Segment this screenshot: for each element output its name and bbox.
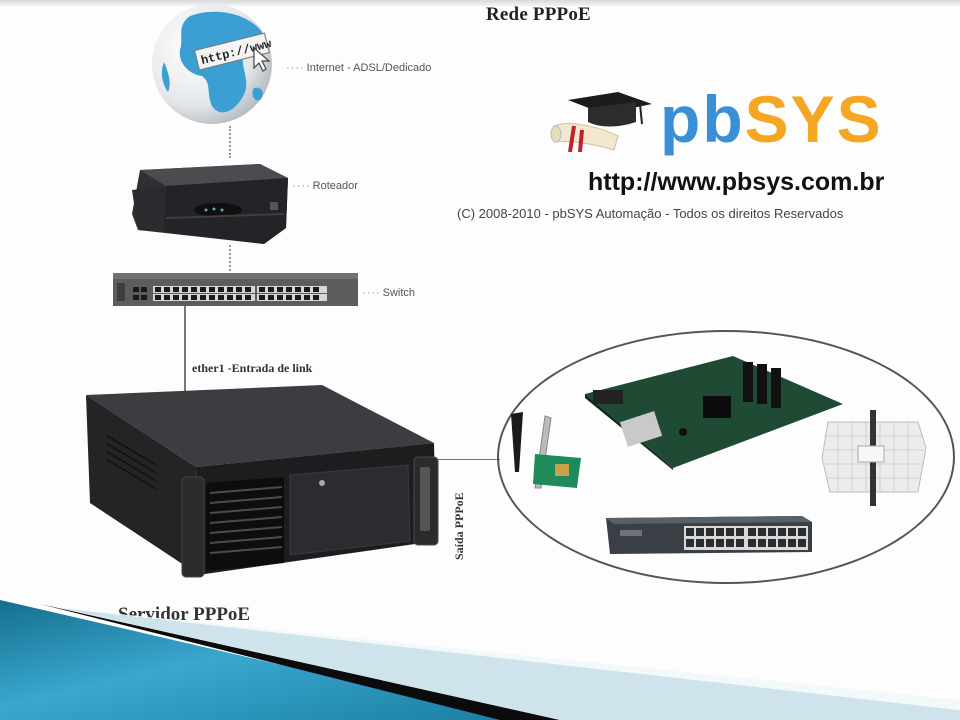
pbsys-logo: pbSYS bbox=[548, 84, 938, 164]
logo-sys: SYS bbox=[744, 82, 883, 156]
router-icon bbox=[132, 164, 288, 244]
website-url: http://www.pbsys.com.br bbox=[588, 168, 885, 196]
connector-dots: ···· bbox=[292, 180, 311, 192]
server-icon bbox=[86, 385, 439, 578]
routerboard-icon bbox=[585, 356, 843, 470]
switch-icon bbox=[113, 273, 358, 306]
connector-dots: ···· bbox=[286, 62, 305, 74]
internet-globe-icon: http://www bbox=[152, 4, 274, 124]
wifi-pci-card-icon bbox=[511, 412, 581, 489]
router-label: ····Roteador bbox=[292, 180, 358, 192]
connector-dots: ···· bbox=[362, 287, 381, 299]
switch-label: ····Switch bbox=[362, 287, 415, 299]
server-input-label: ether1 -Entrada de link bbox=[192, 361, 313, 375]
grid-antenna-icon bbox=[821, 410, 927, 506]
ethernet-switch-icon bbox=[606, 516, 812, 554]
switch-server-link bbox=[184, 306, 186, 396]
server-output-label: Saída PPPoE bbox=[452, 492, 466, 560]
switch-label-text: Switch bbox=[382, 287, 416, 299]
footer-swoosh-decoration bbox=[0, 600, 960, 720]
top-strip bbox=[0, 0, 960, 6]
internet-label: ····Internet - ADSL/Dedicado bbox=[286, 62, 431, 74]
logo-wordmark: pbSYS bbox=[660, 86, 883, 152]
output-devices-group bbox=[497, 330, 955, 584]
graduation-cap-icon bbox=[550, 92, 652, 153]
router-label-text: Roteador bbox=[312, 180, 358, 192]
logo-pb: pb bbox=[660, 82, 745, 156]
router-switch-link bbox=[229, 245, 231, 275]
internet-label-text: Internet - ADSL/Dedicado bbox=[306, 62, 432, 74]
globe-router-link bbox=[229, 126, 231, 158]
slide-title: Rede PPPoE bbox=[486, 4, 591, 25]
copyright-notice: (C) 2008-2010 - pbSYS Automação - Todos … bbox=[457, 206, 844, 221]
server-output-link bbox=[438, 459, 500, 460]
